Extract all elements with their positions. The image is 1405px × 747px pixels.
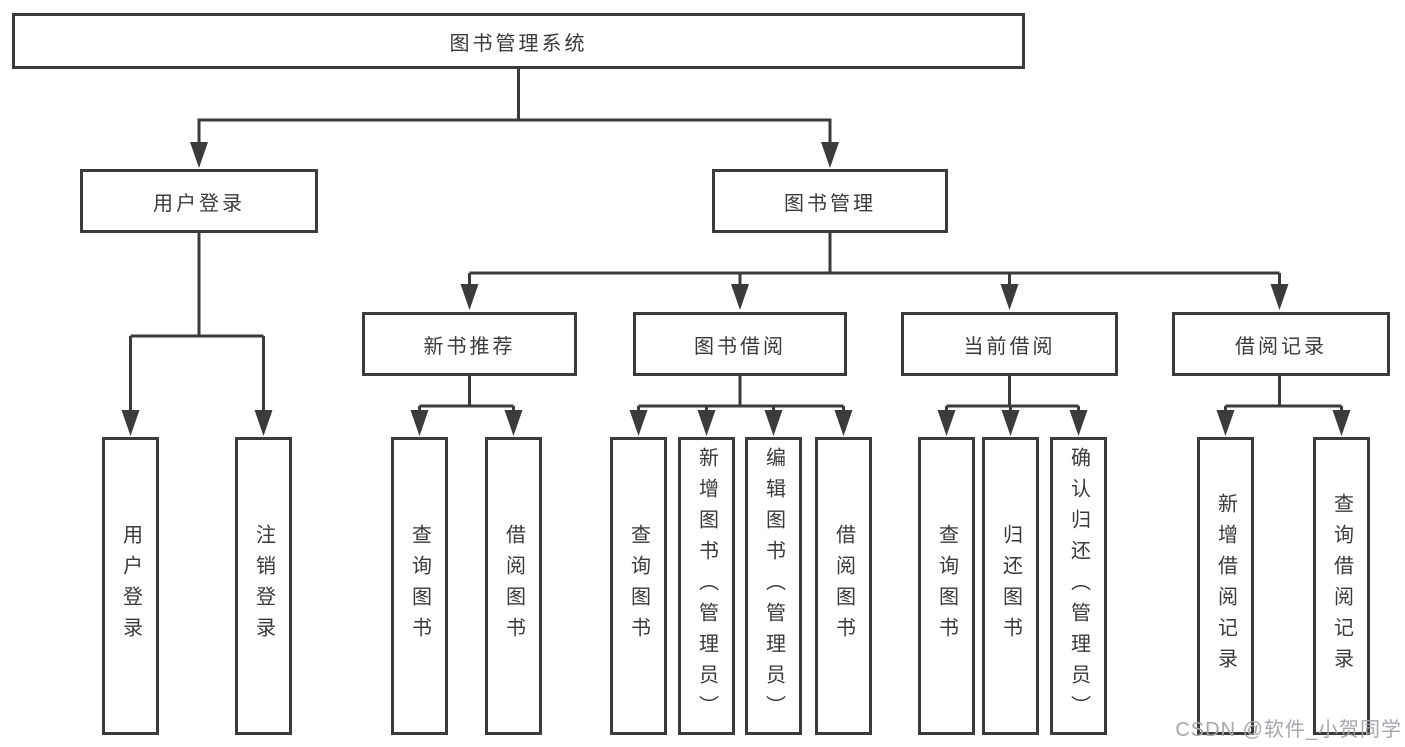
arrow-down-icon: [629, 410, 648, 436]
arrow-down-icon: [190, 142, 208, 168]
node-borrowing-records: 借阅记录: [1172, 312, 1390, 376]
arrow-down-icon: [821, 142, 839, 168]
arrow-down-icon: [1069, 410, 1088, 436]
arrow-down-icon: [504, 410, 523, 436]
node-edit-books-admin: 编辑图书（管理员）: [745, 437, 802, 735]
arrow-down-icon: [121, 410, 140, 436]
arrow-down-icon: [834, 410, 853, 436]
node-book-borrowing: 图书借阅: [633, 312, 847, 376]
node-query-borrow-record: 查询借阅记录: [1313, 437, 1370, 735]
node-query-books-current: 查询图书: [918, 437, 975, 735]
arrow-down-icon: [1000, 284, 1019, 310]
node-user-login-module: 用户登录: [80, 169, 318, 233]
node-add-borrow-record: 新增借阅记录: [1197, 437, 1254, 735]
node-logout-leaf: 注销登录: [235, 437, 292, 735]
arrow-down-icon: [460, 284, 479, 310]
arrow-down-icon: [697, 410, 716, 436]
arrow-down-icon: [1216, 410, 1235, 436]
node-borrow-books-leaf: 借阅图书: [815, 437, 872, 735]
node-return-books: 归还图书: [982, 437, 1039, 735]
node-query-books-recommend: 查询图书: [391, 437, 448, 735]
node-book-management-module: 图书管理: [712, 169, 948, 233]
arrow-down-icon: [410, 410, 429, 436]
arrow-down-icon: [937, 410, 956, 436]
node-query-books-borrowing: 查询图书: [610, 437, 667, 735]
node-new-book-recommendation: 新书推荐: [362, 312, 577, 376]
node-borrow-books-recommend: 借阅图书: [485, 437, 542, 735]
arrow-down-icon: [1270, 284, 1289, 310]
node-user-login-leaf: 用户登录: [102, 437, 159, 735]
watermark-text: CSDN @软件_小贺同学: [1175, 719, 1402, 741]
arrow-down-icon: [254, 410, 273, 436]
node-add-books-admin: 新增图书（管理员）: [678, 437, 735, 735]
edge-root-to-branches: [197, 69, 832, 148]
arrow-down-icon: [1001, 410, 1020, 436]
node-confirm-return-admin: 确认归还（管理员）: [1050, 437, 1107, 735]
arrow-down-icon: [764, 410, 783, 436]
arrow-down-icon: [1332, 410, 1351, 436]
edge-book-management-to-modules: [468, 233, 1281, 292]
edge-borrow-records-to-leaves: [1224, 376, 1343, 418]
arrowheads: [121, 142, 1351, 436]
edge-user-login-to-leaves: [129, 233, 265, 418]
edge-book-borrowing-to-leaves: [637, 376, 845, 418]
arrow-down-icon: [731, 284, 749, 310]
node-current-borrowing: 当前借阅: [901, 312, 1118, 376]
edge-new-book-to-leaves: [418, 376, 515, 418]
node-library-management-system: 图书管理系统: [12, 13, 1025, 69]
